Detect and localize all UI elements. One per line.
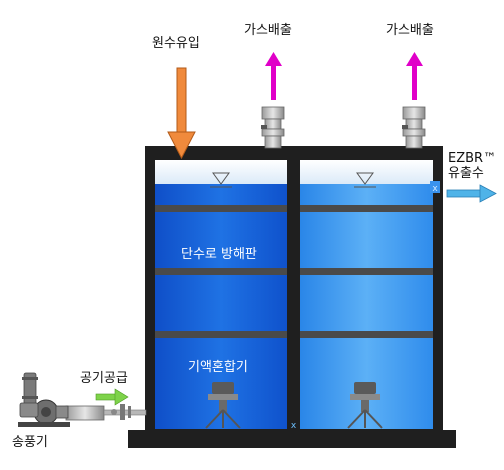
divider-wall (287, 172, 300, 429)
gas-exhaust-label-left: 가스배출 (244, 23, 292, 38)
effluent-label: 유출수 (448, 166, 484, 181)
baffles-left (155, 205, 287, 338)
ground-base (128, 430, 456, 448)
baffles-right (300, 205, 433, 338)
svg-text:x: x (432, 184, 438, 194)
air-supply-arrow (95, 388, 129, 406)
water-level-marker-left (212, 172, 230, 185)
baffle-label: 단수로 방해판 (181, 247, 257, 262)
gas-exhaust-label-right: 가스배출 (386, 23, 434, 38)
mixer-right (347, 382, 383, 429)
gas-exhaust-arrow-left (265, 52, 282, 100)
divider-opening-mark: x (291, 421, 297, 431)
air-supply-pipe (65, 404, 147, 421)
blower (18, 372, 70, 427)
mixer-left (205, 382, 241, 429)
raw-water-inflow-label: 원수유입 (152, 36, 200, 51)
blower-label: 송풍기 (12, 435, 48, 450)
ezbr-label: EZBR™ (448, 151, 497, 166)
water-level-marker-right (356, 172, 374, 185)
gas-pipe-left (261, 106, 285, 149)
outflow-arrow (446, 184, 497, 203)
mixer-label: 기액혼합기 (188, 360, 248, 375)
outlet-opening (430, 181, 440, 193)
gas-pipe-right (402, 106, 426, 149)
inflow-arrow (167, 67, 196, 160)
air-supply-label: 공기공급 (80, 371, 128, 386)
gas-exhaust-arrow-right (406, 52, 423, 100)
